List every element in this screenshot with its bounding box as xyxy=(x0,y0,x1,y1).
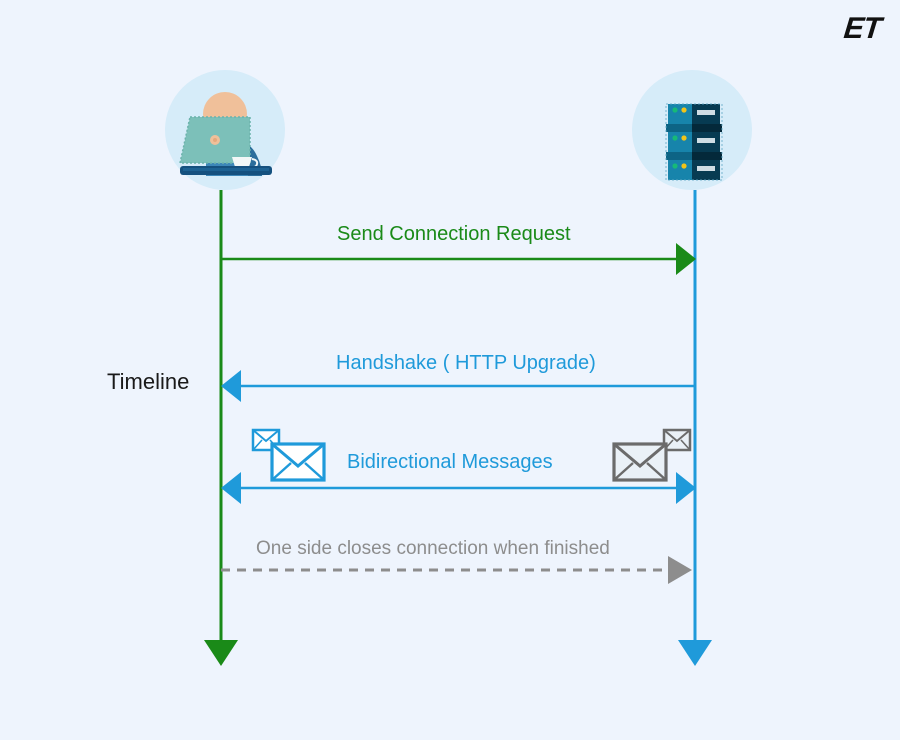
message-arrow-handshake xyxy=(221,370,695,402)
server-rack-icon xyxy=(665,103,723,181)
client-lifeline xyxy=(204,190,238,666)
arrowhead-left-blue-handshake xyxy=(221,370,241,402)
actor-server[interactable] xyxy=(632,70,752,190)
message-arrow-bidirectional xyxy=(221,472,696,504)
person-at-laptop-icon xyxy=(179,92,272,176)
arrowhead-right-gray xyxy=(668,556,692,584)
message-arrow-close-connection xyxy=(221,556,692,584)
message-label-handshake: Handshake ( HTTP Upgrade) xyxy=(336,352,596,374)
server-lifeline xyxy=(678,190,712,666)
arrowhead-left-blue-bidi xyxy=(221,472,241,504)
arrowhead-right-blue-bidi xyxy=(676,472,696,504)
client-lifeline-end-arrow xyxy=(204,640,238,666)
timeline-label: Timeline xyxy=(107,369,190,394)
actor-client[interactable] xyxy=(165,70,285,190)
envelope-large-left-icon xyxy=(270,442,326,482)
arrowhead-right-green xyxy=(676,243,696,275)
envelope-large-right-icon xyxy=(612,442,668,482)
envelope-small-right-icon xyxy=(662,428,692,452)
message-arrow-send-connection-request xyxy=(221,243,696,275)
message-label-close-connection: One side closes connection when finished xyxy=(256,538,610,559)
message-label-bidirectional-messages: Bidirectional Messages xyxy=(347,451,553,473)
message-label-send-connection-request: Send Connection Request xyxy=(337,223,571,245)
server-lifeline-end-arrow xyxy=(678,640,712,666)
